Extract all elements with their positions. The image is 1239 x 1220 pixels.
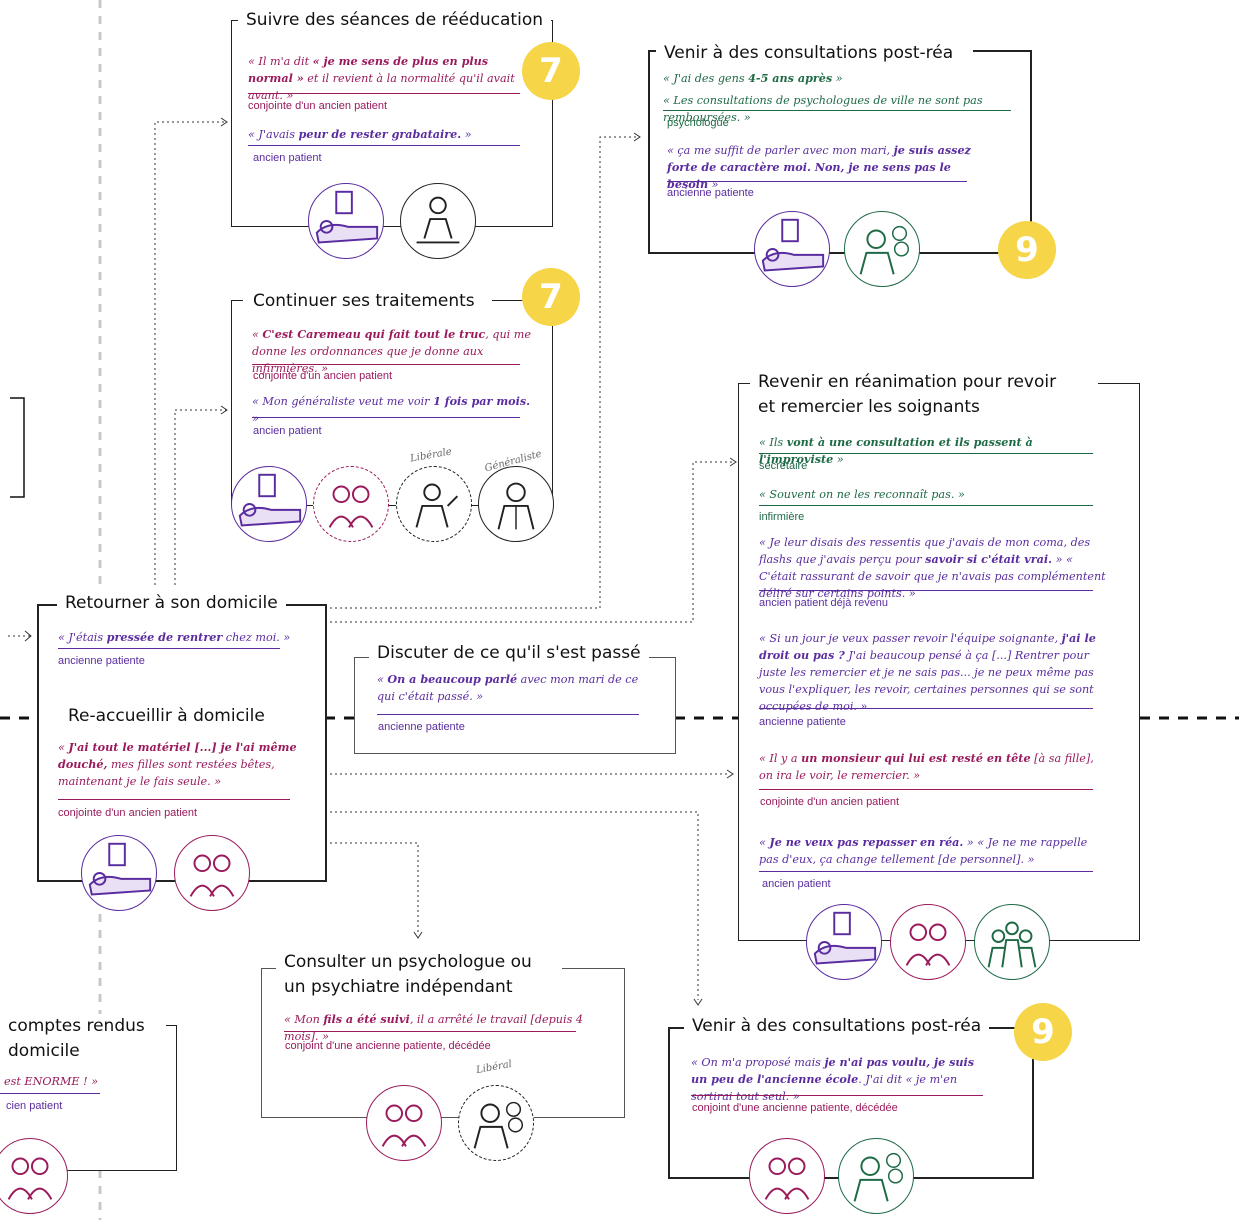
priority-badge: 7 (522, 42, 580, 100)
quote-underline (58, 799, 290, 800)
quote-author: ancien patient déjà revenu (759, 597, 889, 609)
quote: est ENORME ! » (4, 1075, 99, 1088)
nurse-icon (396, 466, 472, 542)
quote: « ça me suffit de parler avec mon mari, … (667, 143, 971, 191)
quote: « J'étais pressée de rentrer chez moi. » (58, 630, 291, 644)
psychologist-icon (844, 211, 920, 287)
quote-author: conjoint d'une ancienne patiente, décédé… (692, 1102, 898, 1114)
card-discuter-title: Discuter de ce qu'il s'est passé (369, 642, 649, 664)
patient-bed-icon (81, 835, 157, 911)
quote: « Mon généraliste veut me voir 1 fois pa… (252, 394, 531, 425)
quote-underline (248, 93, 520, 94)
patient-bed-icon (231, 466, 307, 542)
quote: « On a beaucoup parlé avec mon mari de c… (377, 672, 639, 703)
quote-author: cien patient (6, 1100, 63, 1112)
quote-underline (0, 1093, 100, 1094)
quote: « On m'a proposé mais je n'ai pas voulu,… (691, 1055, 975, 1103)
quote-author: conjointe d'un ancien patient (760, 796, 900, 808)
card-revenir-title: Revenir en réanimation pour revoir et re… (750, 370, 1098, 420)
quote-underline (248, 145, 520, 146)
quote: « Mon fils a été suivi, il a arrêté le t… (284, 1012, 584, 1043)
quote-underline (667, 181, 967, 182)
quote: « Il y a un monsieur qui lui est resté e… (759, 751, 1094, 782)
family-icon (313, 466, 389, 542)
quote-underline (691, 1095, 983, 1096)
card-domicile-title: Retourner à son domicile (57, 592, 286, 614)
priority-badge: 7 (522, 268, 580, 326)
card-postrea-bottom-title: Venir à des consultations post-réa (684, 1015, 990, 1037)
quote-author: conjoint d'une ancienne patiente, décédé… (285, 1040, 491, 1052)
quote-author: ancienne patiente (759, 716, 846, 728)
quote-underline (759, 453, 1093, 454)
quote: « Ils vont à une consultation et ils pas… (759, 435, 1033, 466)
quote-author: psychologue (667, 117, 729, 129)
card-traitements-title: Continuer ses traitements (245, 290, 483, 312)
quote-author: ancienne patiente (378, 721, 465, 733)
card-top-border-left (231, 300, 243, 301)
quote-underline (58, 648, 280, 649)
quote-underline (284, 1031, 576, 1032)
family-icon (749, 1138, 825, 1214)
card-postrea-top-title: Venir à des consultations post-réa (656, 42, 974, 64)
card-postrea-top (648, 50, 1032, 254)
quote-author: ancien patient (253, 425, 322, 437)
card-reeducation-title: Suivre des séances de rééducation (238, 9, 551, 31)
psychologist-icon (458, 1085, 534, 1161)
patient-bed-icon (308, 183, 384, 259)
quote-underline (663, 110, 1011, 111)
quote-underline (759, 871, 1093, 872)
quote: « J'avais peur de rester grabataire. » (248, 127, 472, 141)
quote-underline (759, 789, 1093, 790)
priority-badge: 9 (1014, 1003, 1072, 1061)
family-icon (174, 835, 250, 911)
quote: « Les consultations de psychologues de v… (663, 94, 983, 124)
quote-author: ancienne patiente (58, 655, 145, 667)
quote-underline (759, 590, 1093, 591)
quote-author: conjointe d'un ancien patient (58, 807, 198, 819)
quote-author: ancien patient (762, 878, 831, 890)
quote: « Je ne veux pas repasser en réa. » « Je… (759, 835, 1088, 866)
quote: « Il m'a dit « je me sens de plus en plu… (248, 54, 515, 102)
family-icon (366, 1085, 442, 1161)
quote-author: conjointe d'un ancien patient (253, 370, 393, 382)
care-team-icon (974, 904, 1050, 980)
quote: « Souvent on ne les reconnaît pas. » (759, 488, 965, 501)
family-icon (890, 904, 966, 980)
patient-bed-icon (806, 904, 882, 980)
quote: « J'ai des gens 4-5 ans après » (663, 71, 843, 85)
quote: « C'est Caremeau qui fait tout le truc, … (252, 327, 532, 375)
quote-underline (252, 417, 520, 418)
quote-author: conjointe d'un ancien patient (248, 100, 388, 112)
card-psychologue-title: Consulter un psychologue ou un psychiatr… (276, 950, 562, 1000)
quote-underline (252, 364, 520, 365)
quote-underline (377, 714, 639, 715)
quote-author: infirmière (759, 511, 805, 523)
card-domicile-subtitle: Re-accueillir à domicile (60, 705, 273, 727)
quote-author: secrétaire (759, 460, 808, 472)
card-revenir (738, 383, 1140, 941)
card-domicile (37, 604, 327, 882)
quote-author: ancienne patiente (667, 187, 754, 199)
psychologist-icon (838, 1138, 914, 1214)
quote-underline (759, 708, 1093, 709)
quote: « Si un jour je veux passer revoir l'équ… (759, 631, 1096, 713)
quote-underline (759, 505, 1093, 506)
quote-author: ancien patient (253, 152, 322, 164)
priority-badge: 9 (998, 221, 1056, 279)
quote: « Je leur disais des ressentis que j'ava… (759, 536, 1106, 600)
card-reeducation (231, 20, 553, 227)
family-icon (0, 1138, 68, 1214)
quote: « J'ai tout le matériel [...] je l'ai mê… (58, 740, 297, 788)
general-practitioner-icon (478, 466, 554, 542)
patient-bed-icon (754, 211, 830, 287)
card-comptes-rendus-title: comptes rendus domicile (0, 1014, 166, 1064)
physiotherapist-icon (400, 183, 476, 259)
